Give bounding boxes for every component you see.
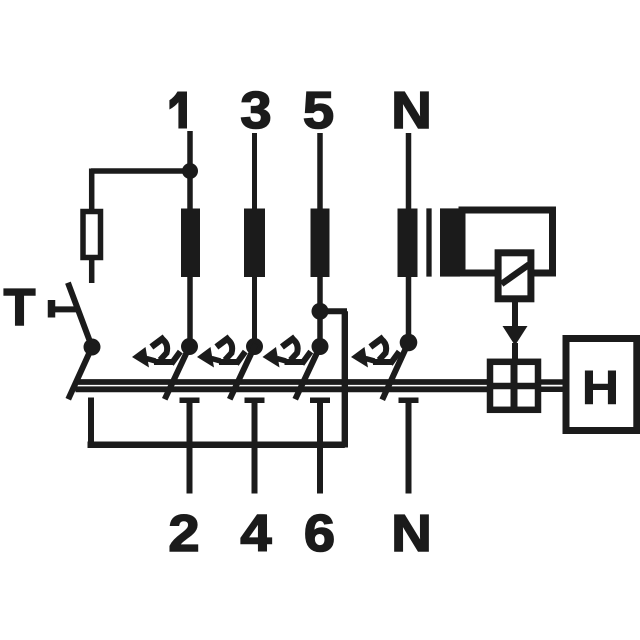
svg-text:3: 3 — [240, 82, 271, 140]
svg-text:T: T — [4, 279, 36, 337]
svg-text:2: 2 — [168, 505, 199, 563]
svg-text:H: H — [582, 361, 619, 415]
svg-text:6: 6 — [304, 505, 335, 563]
svg-text:N: N — [391, 82, 432, 140]
svg-text:4: 4 — [240, 505, 271, 563]
svg-text:N: N — [391, 505, 432, 563]
svg-text:5: 5 — [303, 82, 334, 140]
